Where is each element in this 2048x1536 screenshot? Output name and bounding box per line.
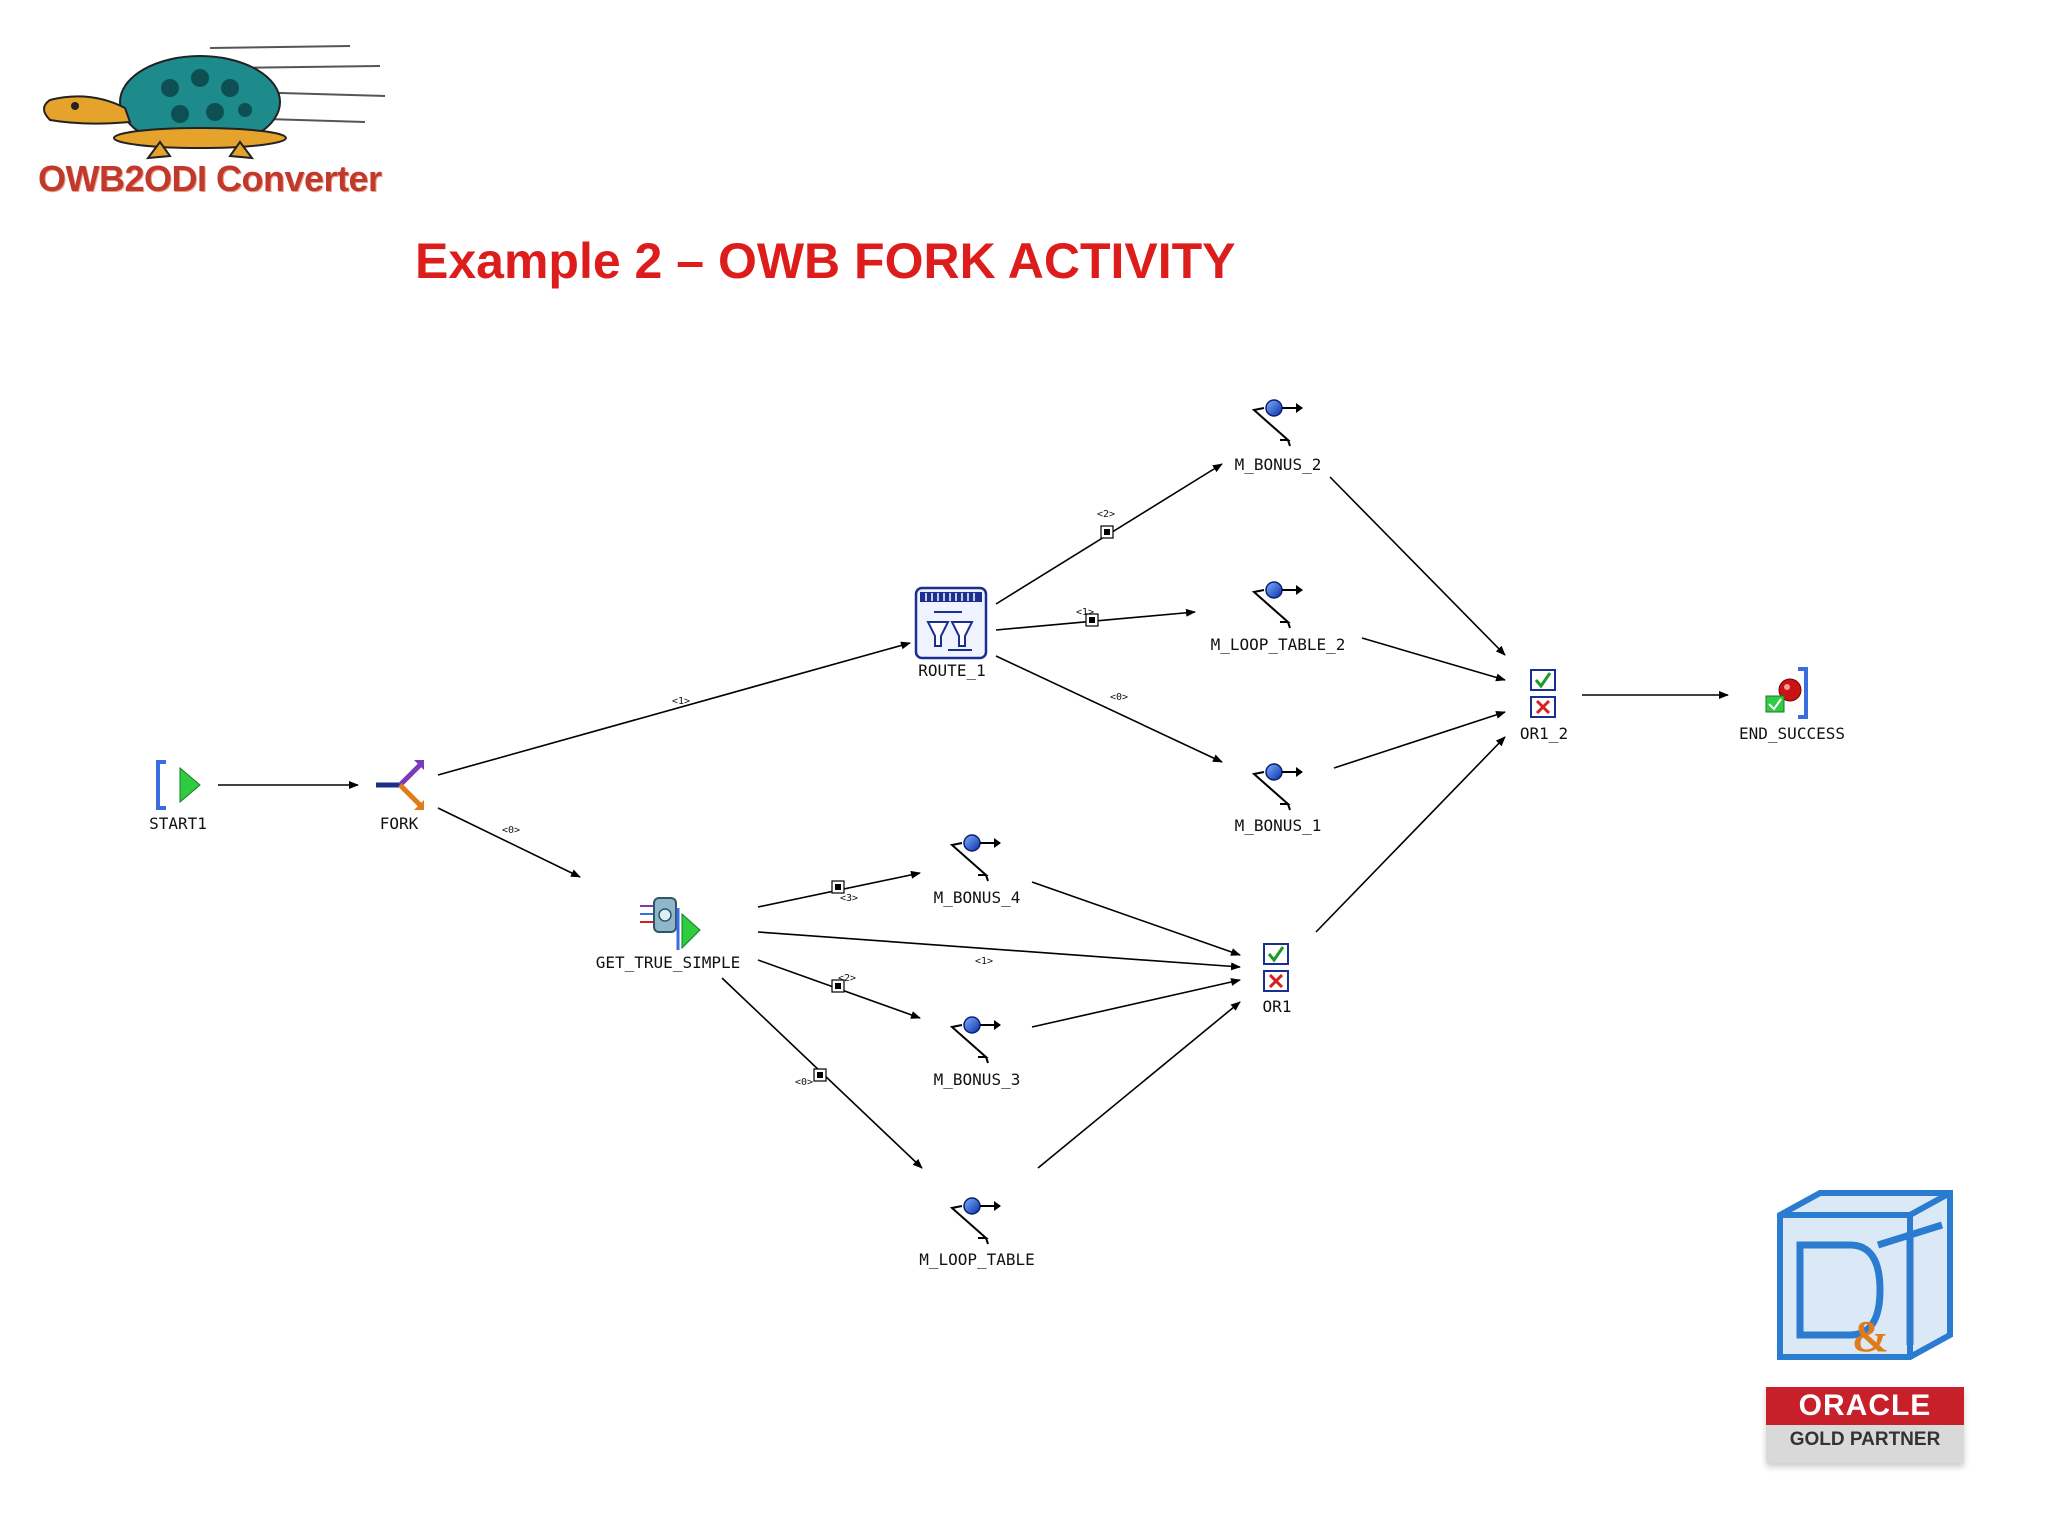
node-label: M_LOOP_TABLE_2 xyxy=(1211,635,1346,654)
edge-get-or1 xyxy=(757,931,1241,971)
mapping-icon xyxy=(1253,581,1304,629)
mapping-icon xyxy=(951,834,1002,882)
edge-bonus4-or1 xyxy=(1031,881,1241,956)
node-label: START1 xyxy=(149,814,207,833)
mapping-icon xyxy=(1253,399,1304,447)
edge-label: <2> xyxy=(838,973,856,984)
owb2odi-logo: OWB2ODI Converter xyxy=(30,30,390,220)
edge-fork-route xyxy=(437,641,911,776)
partner-logo: & ORACLE GOLD PARTNER xyxy=(1760,1185,1970,1465)
node-label: FORK xyxy=(380,814,419,833)
end-success-icon xyxy=(1765,667,1808,719)
start-icon xyxy=(156,760,201,810)
gold-partner-word: GOLD PARTNER xyxy=(1789,1429,1941,1450)
logo-text: OWB2ODI Converter xyxy=(38,158,382,199)
edge-label: <0> xyxy=(502,825,520,836)
mapping-icon xyxy=(951,1197,1002,1245)
or-icon xyxy=(1530,669,1556,718)
node-get-true-simple[interactable]: GET_TRUE_SIMPLE xyxy=(596,897,741,972)
edge-label: <1> xyxy=(1076,607,1094,618)
node-or1-2[interactable]: OR1_2 xyxy=(1520,669,1568,743)
node-m-loop-table-2[interactable]: M_LOOP_TABLE_2 xyxy=(1211,581,1346,654)
edge-bonus3-or1 xyxy=(1031,978,1241,1028)
edge-route-bonus1 xyxy=(995,655,1223,763)
edge-or1-or12 xyxy=(1315,736,1506,933)
node-m-loop-table[interactable]: M_LOOP_TABLE xyxy=(919,1197,1035,1269)
edge-fork-get xyxy=(437,807,581,878)
edge-label: <0> xyxy=(1110,692,1128,703)
edge-label: <3> xyxy=(840,893,858,904)
edge-label: <0> xyxy=(795,1077,813,1088)
node-label: END_SUCCESS xyxy=(1739,724,1845,743)
node-label: M_BONUS_4 xyxy=(934,888,1021,907)
oracle-word: ORACLE xyxy=(1798,1389,1932,1422)
route-icon xyxy=(914,586,988,660)
node-label: GET_TRUE_SIMPLE xyxy=(596,953,741,972)
node-m-bonus-4[interactable]: M_BONUS_4 xyxy=(934,834,1021,907)
node-label: OR1_2 xyxy=(1520,724,1568,743)
node-label: M_LOOP_TABLE xyxy=(919,1250,1035,1269)
node-start1[interactable]: START1 xyxy=(149,760,207,833)
slide-title: Example 2 – OWB FORK ACTIVITY xyxy=(415,233,1236,289)
edge-bonus1-or12 xyxy=(1333,710,1506,769)
node-label: ROUTE_1 xyxy=(918,661,985,680)
edge-label: <2> xyxy=(1097,509,1115,520)
fork-icon xyxy=(376,760,424,810)
mapping-icon xyxy=(1253,763,1304,811)
node-label: M_BONUS_1 xyxy=(1235,816,1322,835)
edge-loop-or1 xyxy=(1037,1001,1241,1169)
function-icon xyxy=(640,897,701,950)
node-route-1[interactable]: ROUTE_1 xyxy=(914,586,988,680)
node-m-bonus-2[interactable]: M_BONUS_2 xyxy=(1235,399,1322,474)
node-m-bonus-1[interactable]: M_BONUS_1 xyxy=(1235,763,1322,835)
or-icon xyxy=(1263,943,1289,992)
node-end-success[interactable]: END_SUCCESS xyxy=(1739,667,1845,743)
edge-label: <1> xyxy=(975,956,993,967)
node-label: M_BONUS_3 xyxy=(934,1070,1021,1089)
node-fork[interactable]: FORK xyxy=(376,760,424,833)
node-or1[interactable]: OR1 xyxy=(1263,943,1292,1016)
turtle-icon xyxy=(43,45,386,160)
edge-label: <1> xyxy=(672,696,690,707)
edge-loop2-or12 xyxy=(1361,637,1506,682)
node-m-bonus-3[interactable]: M_BONUS_3 xyxy=(934,1016,1021,1089)
edge-bonus2-or12 xyxy=(1329,476,1506,656)
node-label: OR1 xyxy=(1263,997,1292,1016)
dt-cube-icon: & xyxy=(1777,1190,1953,1361)
node-label: M_BONUS_2 xyxy=(1235,455,1322,474)
oracle-partner-badge: ORACLE GOLD PARTNER xyxy=(1766,1387,1964,1463)
badge-letters: & xyxy=(1852,1312,1889,1361)
mapping-icon xyxy=(951,1016,1002,1064)
